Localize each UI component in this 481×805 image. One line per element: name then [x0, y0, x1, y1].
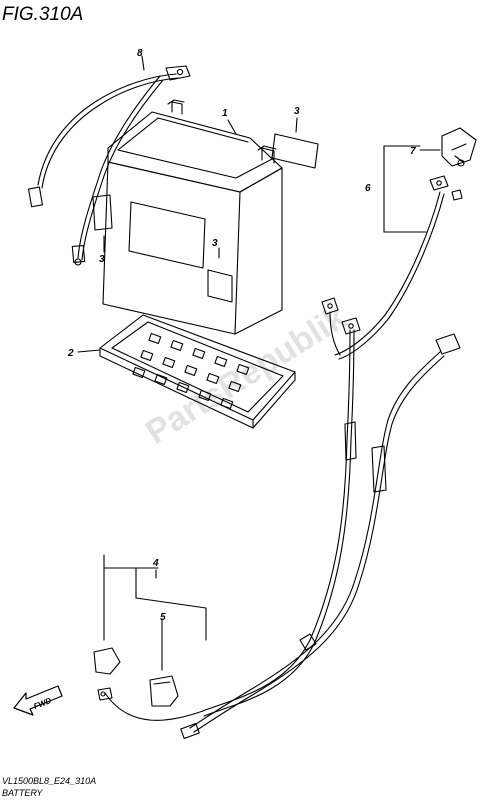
callout-1: 1: [222, 108, 228, 119]
diagram-code: VL1500BL8_E24_310A: [2, 776, 96, 786]
bracket-6: [383, 145, 427, 233]
bracket-4-5: [93, 554, 207, 707]
callout-3-boot: 3: [212, 238, 218, 249]
diagram-name: BATTERY: [2, 788, 44, 798]
callout-4: 4: [152, 558, 159, 569]
battery-cable-8: [27, 65, 191, 266]
callout-3-label: 3: [294, 106, 300, 117]
leader-1: [227, 119, 237, 135]
watermark: PartsRepublik: [139, 298, 353, 451]
figure-title: FIG.310A: [2, 4, 83, 25]
starter-cable: [180, 333, 461, 739]
callout-2: 2: [67, 348, 74, 359]
battery-tray: [99, 314, 296, 429]
callout-8: 8: [137, 48, 143, 59]
leader-8: [141, 55, 145, 71]
leader-3-label: [295, 117, 298, 133]
callout-7: 7: [410, 146, 416, 157]
label-sticker: [271, 133, 319, 169]
leader-2: [77, 349, 101, 353]
callout-3-lower: 3: [99, 254, 105, 265]
callout-5: 5: [160, 612, 166, 623]
fwd-arrow-icon: FWD: [13, 685, 63, 716]
battery: [102, 99, 283, 335]
callout-6: 6: [365, 183, 371, 194]
